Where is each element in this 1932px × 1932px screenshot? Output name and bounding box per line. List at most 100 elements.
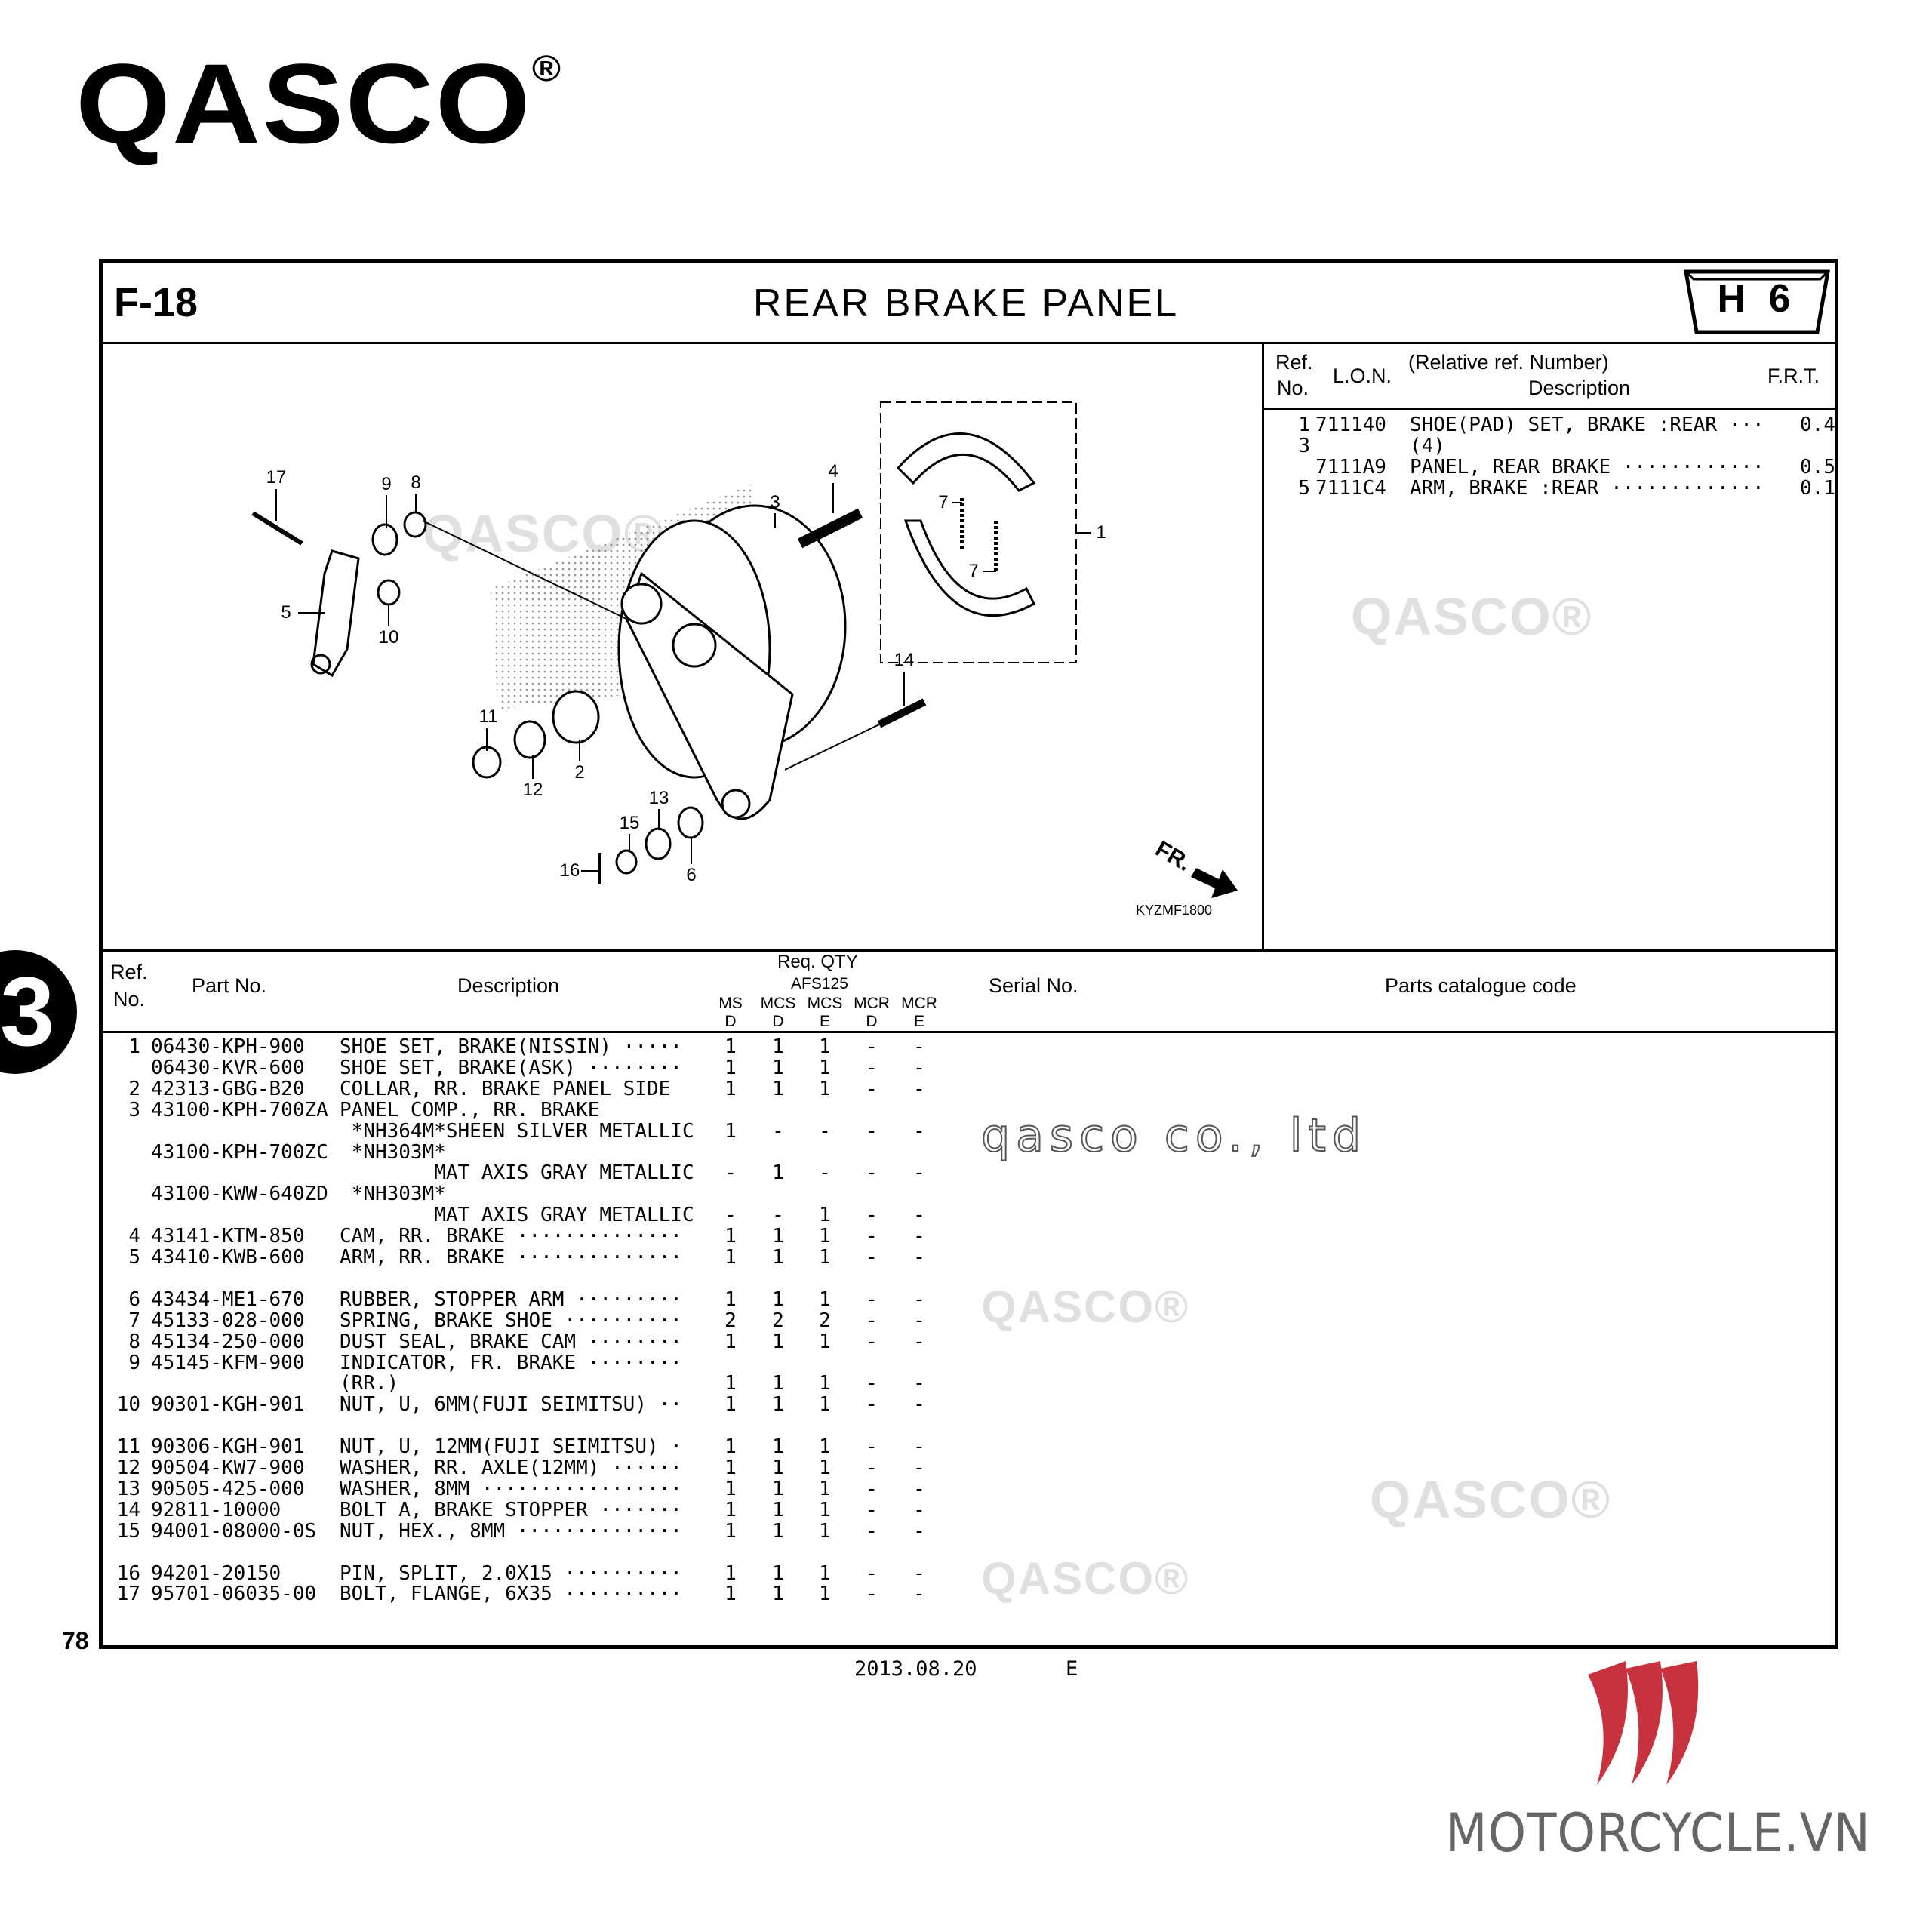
part-description: *NH364M*SHEEN SILVER METALLIC — [340, 1119, 694, 1143]
qty-cell: 1 — [724, 1056, 737, 1079]
part-number: 94201-20150 — [151, 1561, 281, 1585]
qty-cell: 1 — [772, 1519, 784, 1543]
qty-cell: 1 — [819, 1330, 831, 1353]
callout-6: 6 — [686, 865, 697, 885]
qty-cell: 1 — [772, 1393, 784, 1417]
qty-cell: - — [819, 1119, 831, 1143]
panel-arm — [625, 571, 794, 820]
qty-cell: 1 — [819, 1056, 831, 1079]
edition: E — [1066, 1657, 1078, 1681]
variant-header-model: MCR — [854, 995, 890, 1012]
qty-cell: 1 — [819, 1435, 831, 1459]
qty-cell: 1 — [772, 1077, 784, 1100]
brake-shoe — [896, 432, 1036, 492]
ref-no: 5 — [128, 1246, 140, 1269]
part-description: MAT AXIS GRAY METALLIC — [340, 1204, 694, 1227]
motorcycle-vn-logo-text: MOTORCYCLE.VN — [1445, 1802, 1871, 1864]
logo-text: QASCO — [75, 40, 532, 167]
qty-cell: - — [913, 1477, 925, 1500]
ref-no: 13 — [116, 1477, 140, 1500]
part-number: 43100-KPH-700ZA — [151, 1098, 328, 1121]
divider — [1262, 408, 1838, 410]
lon-code: 7111A9 — [1315, 455, 1386, 478]
qty-cell: 1 — [819, 1204, 831, 1227]
ref-no: 6 — [128, 1287, 140, 1311]
part-description: PANEL COMP., RR. BRAKE — [340, 1098, 600, 1121]
part-number: 90505-425-000 — [151, 1477, 305, 1500]
ref-no: 7 — [128, 1309, 140, 1332]
qty-cell: 1 — [772, 1561, 784, 1585]
frt-header-frt: F.R.T. — [1767, 365, 1820, 387]
qty-cell: - — [913, 1372, 925, 1395]
variant-header-model: MCS — [807, 995, 843, 1012]
qty-cell: - — [866, 1161, 878, 1185]
qty-cell: 1 — [772, 1287, 784, 1311]
ref-no: 3 — [1298, 434, 1310, 457]
qty-cell: 1 — [724, 1435, 737, 1459]
callout-2: 2 — [574, 762, 585, 783]
part-number: 90504-KW7-900 — [151, 1457, 305, 1479]
table-row: MAT AXIS GRAY METALLIC-1--- — [0, 1162, 1932, 1183]
dust-seal — [403, 511, 427, 538]
part-description: (RR.) — [340, 1372, 399, 1395]
part-number: 06430-KVR-600 — [151, 1056, 305, 1079]
part-description: SHOE SET, BRAKE(NISSIN) ····· — [340, 1035, 682, 1058]
callout-11: 11 — [478, 706, 498, 727]
qty-cell: 1 — [724, 1498, 737, 1521]
qty-cell: 1 — [772, 1372, 784, 1395]
variant-header-type: D — [772, 1013, 784, 1030]
panel-hub — [672, 623, 717, 668]
brake-shoe — [903, 519, 1035, 617]
ref-no: 8 — [128, 1330, 140, 1353]
qty-cell: 1 — [819, 1225, 831, 1248]
ref-no: 5 — [1298, 476, 1310, 500]
table-row: 43100-KWW-640ZD *NH303M* — [0, 1183, 1932, 1204]
qty-cell: 1 — [772, 1583, 784, 1606]
qty-cell: - — [772, 1204, 784, 1227]
qty-cell: - — [866, 1435, 878, 1459]
qty-cell: - — [913, 1330, 925, 1353]
qty-cell: 1 — [819, 1583, 831, 1606]
frt-value: 0.4 — [1800, 414, 1835, 436]
callout-15: 15 — [619, 813, 640, 833]
qty-cell: - — [866, 1035, 878, 1058]
panel-boss — [620, 583, 663, 625]
table-row: MAT AXIS GRAY METALLIC--1-- — [0, 1204, 1932, 1226]
qty-cell: - — [772, 1119, 784, 1143]
callout-17: 17 — [266, 467, 287, 488]
indicator — [371, 523, 398, 556]
divider — [99, 949, 1838, 952]
qty-cell: 1 — [819, 1287, 831, 1311]
front-arrow-icon — [1191, 868, 1238, 898]
watermark-logo: QASCO® — [981, 1553, 1190, 1604]
qty-cell: 1 — [724, 1119, 737, 1143]
table-row — [0, 1268, 1932, 1289]
qty-cell: 1 — [724, 1287, 737, 1311]
group-badge-frame — [1684, 269, 1830, 334]
callout-1: 1 — [1096, 522, 1106, 543]
qty-cell: 1 — [772, 1161, 784, 1185]
qty-cell: 1 — [772, 1225, 784, 1248]
part-description: WASHER, 8MM ················· — [340, 1477, 682, 1500]
page-number: 78 — [62, 1627, 89, 1654]
part-description: NUT, U, 6MM(FUJI SEIMITSU) ·· — [340, 1393, 682, 1417]
watermark-logo: QASCO® — [981, 1281, 1190, 1332]
qty-cell: - — [913, 1498, 925, 1521]
part-description: COLLAR, RR. BRAKE PANEL SIDE — [340, 1077, 671, 1100]
part-number: 45145-KFM-900 — [151, 1351, 305, 1374]
qty-cell: - — [913, 1056, 925, 1079]
qty-cell: - — [866, 1477, 878, 1500]
part-description: MAT AXIS GRAY METALLIC — [340, 1161, 694, 1185]
rubber — [677, 806, 704, 839]
part-description: BOLT, FLANGE, 6X35 ·········· — [340, 1583, 682, 1606]
qty-cell: 1 — [772, 1035, 784, 1058]
registered-mark: ® — [531, 49, 563, 89]
variant-header-type: D — [866, 1013, 878, 1030]
qty-cell: 1 — [724, 1583, 737, 1606]
